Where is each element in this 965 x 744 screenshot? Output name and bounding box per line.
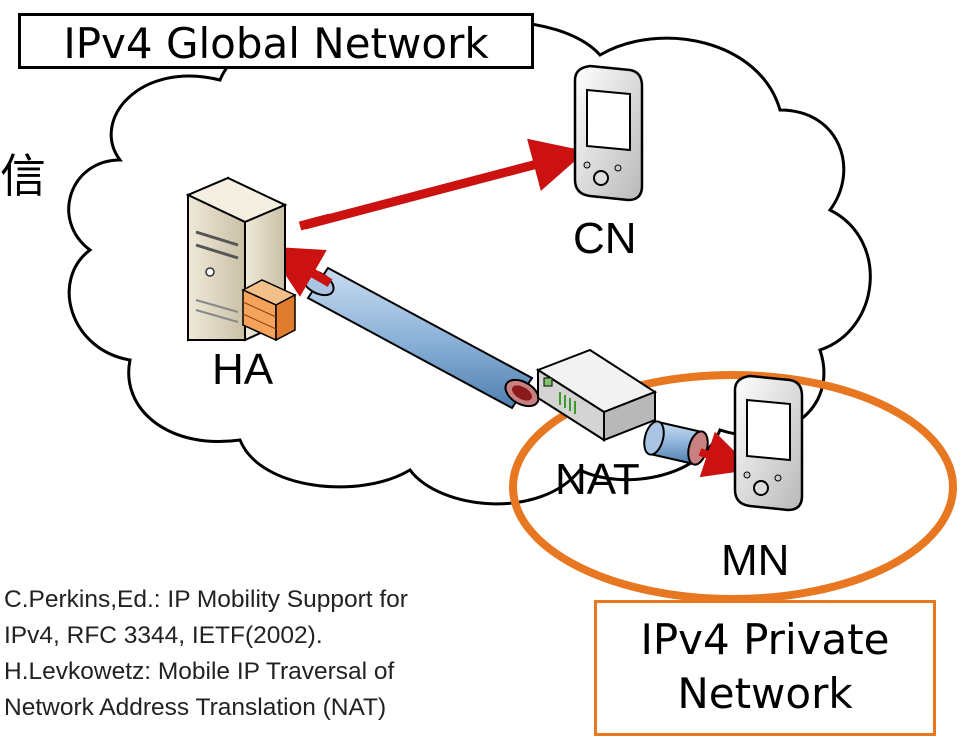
mn-label: MN: [721, 536, 790, 585]
tunnel-arrow-to-ha: [266, 246, 333, 297]
ha-label: HA: [212, 345, 274, 394]
cn-label: CN: [573, 214, 637, 263]
cn-device-icon: [573, 64, 644, 202]
mn-device-icon: [733, 374, 804, 512]
nat-label: NAT: [555, 455, 640, 504]
reference-line: IPv4, RFC 3344, IETF(2002).: [4, 622, 323, 649]
ha-cn-arrow: [303, 138, 587, 230]
private-network-label-line2: Network: [677, 669, 853, 718]
nat-router-icon: [535, 348, 658, 442]
reference-line: C.Perkins,Ed.: IP Mobility Support for: [4, 586, 408, 613]
global-network-label: IPv4 Global Network: [18, 13, 534, 69]
reference-line: Network Address Translation (NAT): [4, 694, 387, 721]
truncated-title-fragment: 信: [0, 149, 46, 203]
private-network-label-line1: IPv4 Private: [640, 615, 890, 664]
ha-server-icon: [185, 176, 297, 342]
reference-line: H.Levkowetz: Mobile IP Traversal of: [4, 658, 395, 685]
private-network-label: IPv4 Private Network: [594, 600, 936, 736]
references: C.Perkins,Ed.: IP Mobility Support for I…: [4, 582, 408, 726]
private-network-ring: [509, 371, 957, 603]
firewall-icon: [241, 279, 297, 342]
tunnel-arrow-to-mn: [698, 431, 753, 478]
